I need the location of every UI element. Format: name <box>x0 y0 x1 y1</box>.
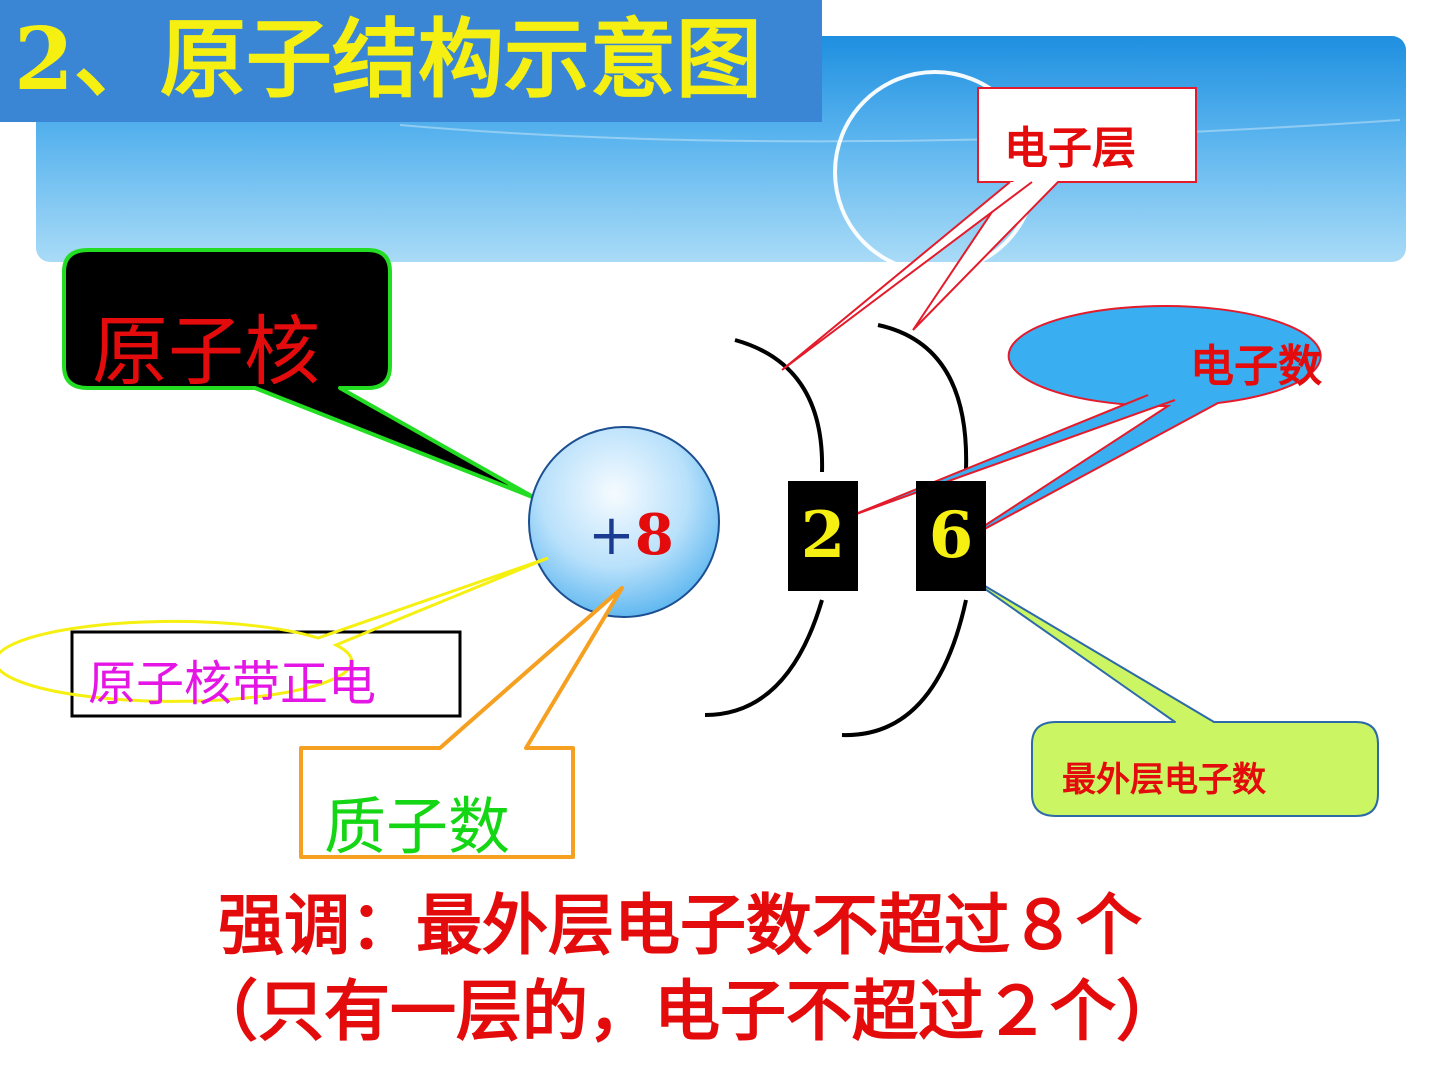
shell-2-electrons: 6 <box>916 481 986 591</box>
shell-arc-outer-bottom <box>841 599 968 738</box>
positive-callout-ellipse <box>0 556 549 703</box>
outer-electron-callout <box>957 569 1379 817</box>
nucleus-callout <box>62 248 537 500</box>
banner-wave-decoration <box>399 119 1401 143</box>
nucleus-positive-label: 原子核带正电 <box>88 656 377 712</box>
proton-count-label: 质子数 <box>324 790 511 863</box>
title-box <box>0 0 822 122</box>
electron-shell-callout <box>912 87 1197 331</box>
electron-count-pointer-2 <box>847 394 1176 518</box>
shell-arc-inner-bottom <box>704 599 824 717</box>
electron-shell-label: 电子层 <box>1004 123 1136 174</box>
emphasis-note-line-1: 强调：最外层电子数不超过８个 <box>218 886 1142 964</box>
shell-1-electrons: 2 <box>788 481 858 591</box>
page-title: 2、原子结构示意图 <box>14 9 762 110</box>
nucleus-circle <box>528 426 720 618</box>
proton-callout <box>299 586 624 859</box>
electron-count-label: 电子数 <box>1190 341 1322 392</box>
nucleus-charge: +8 <box>588 502 674 568</box>
outer-electron-label: 最外层电子数 <box>1062 760 1266 800</box>
emphasis-note-line-2: （只有一层的，电子不超过２个） <box>192 972 1182 1050</box>
nucleus-label: 原子核 <box>92 307 320 396</box>
electron-shell-pointer-2 <box>781 181 1033 371</box>
shell-arc-inner-top <box>734 338 825 473</box>
charge-value: 8 <box>634 502 674 568</box>
shell-arc-outer-top <box>877 323 969 471</box>
charge-sign: + <box>588 503 635 568</box>
electron-count-callout <box>954 305 1322 546</box>
